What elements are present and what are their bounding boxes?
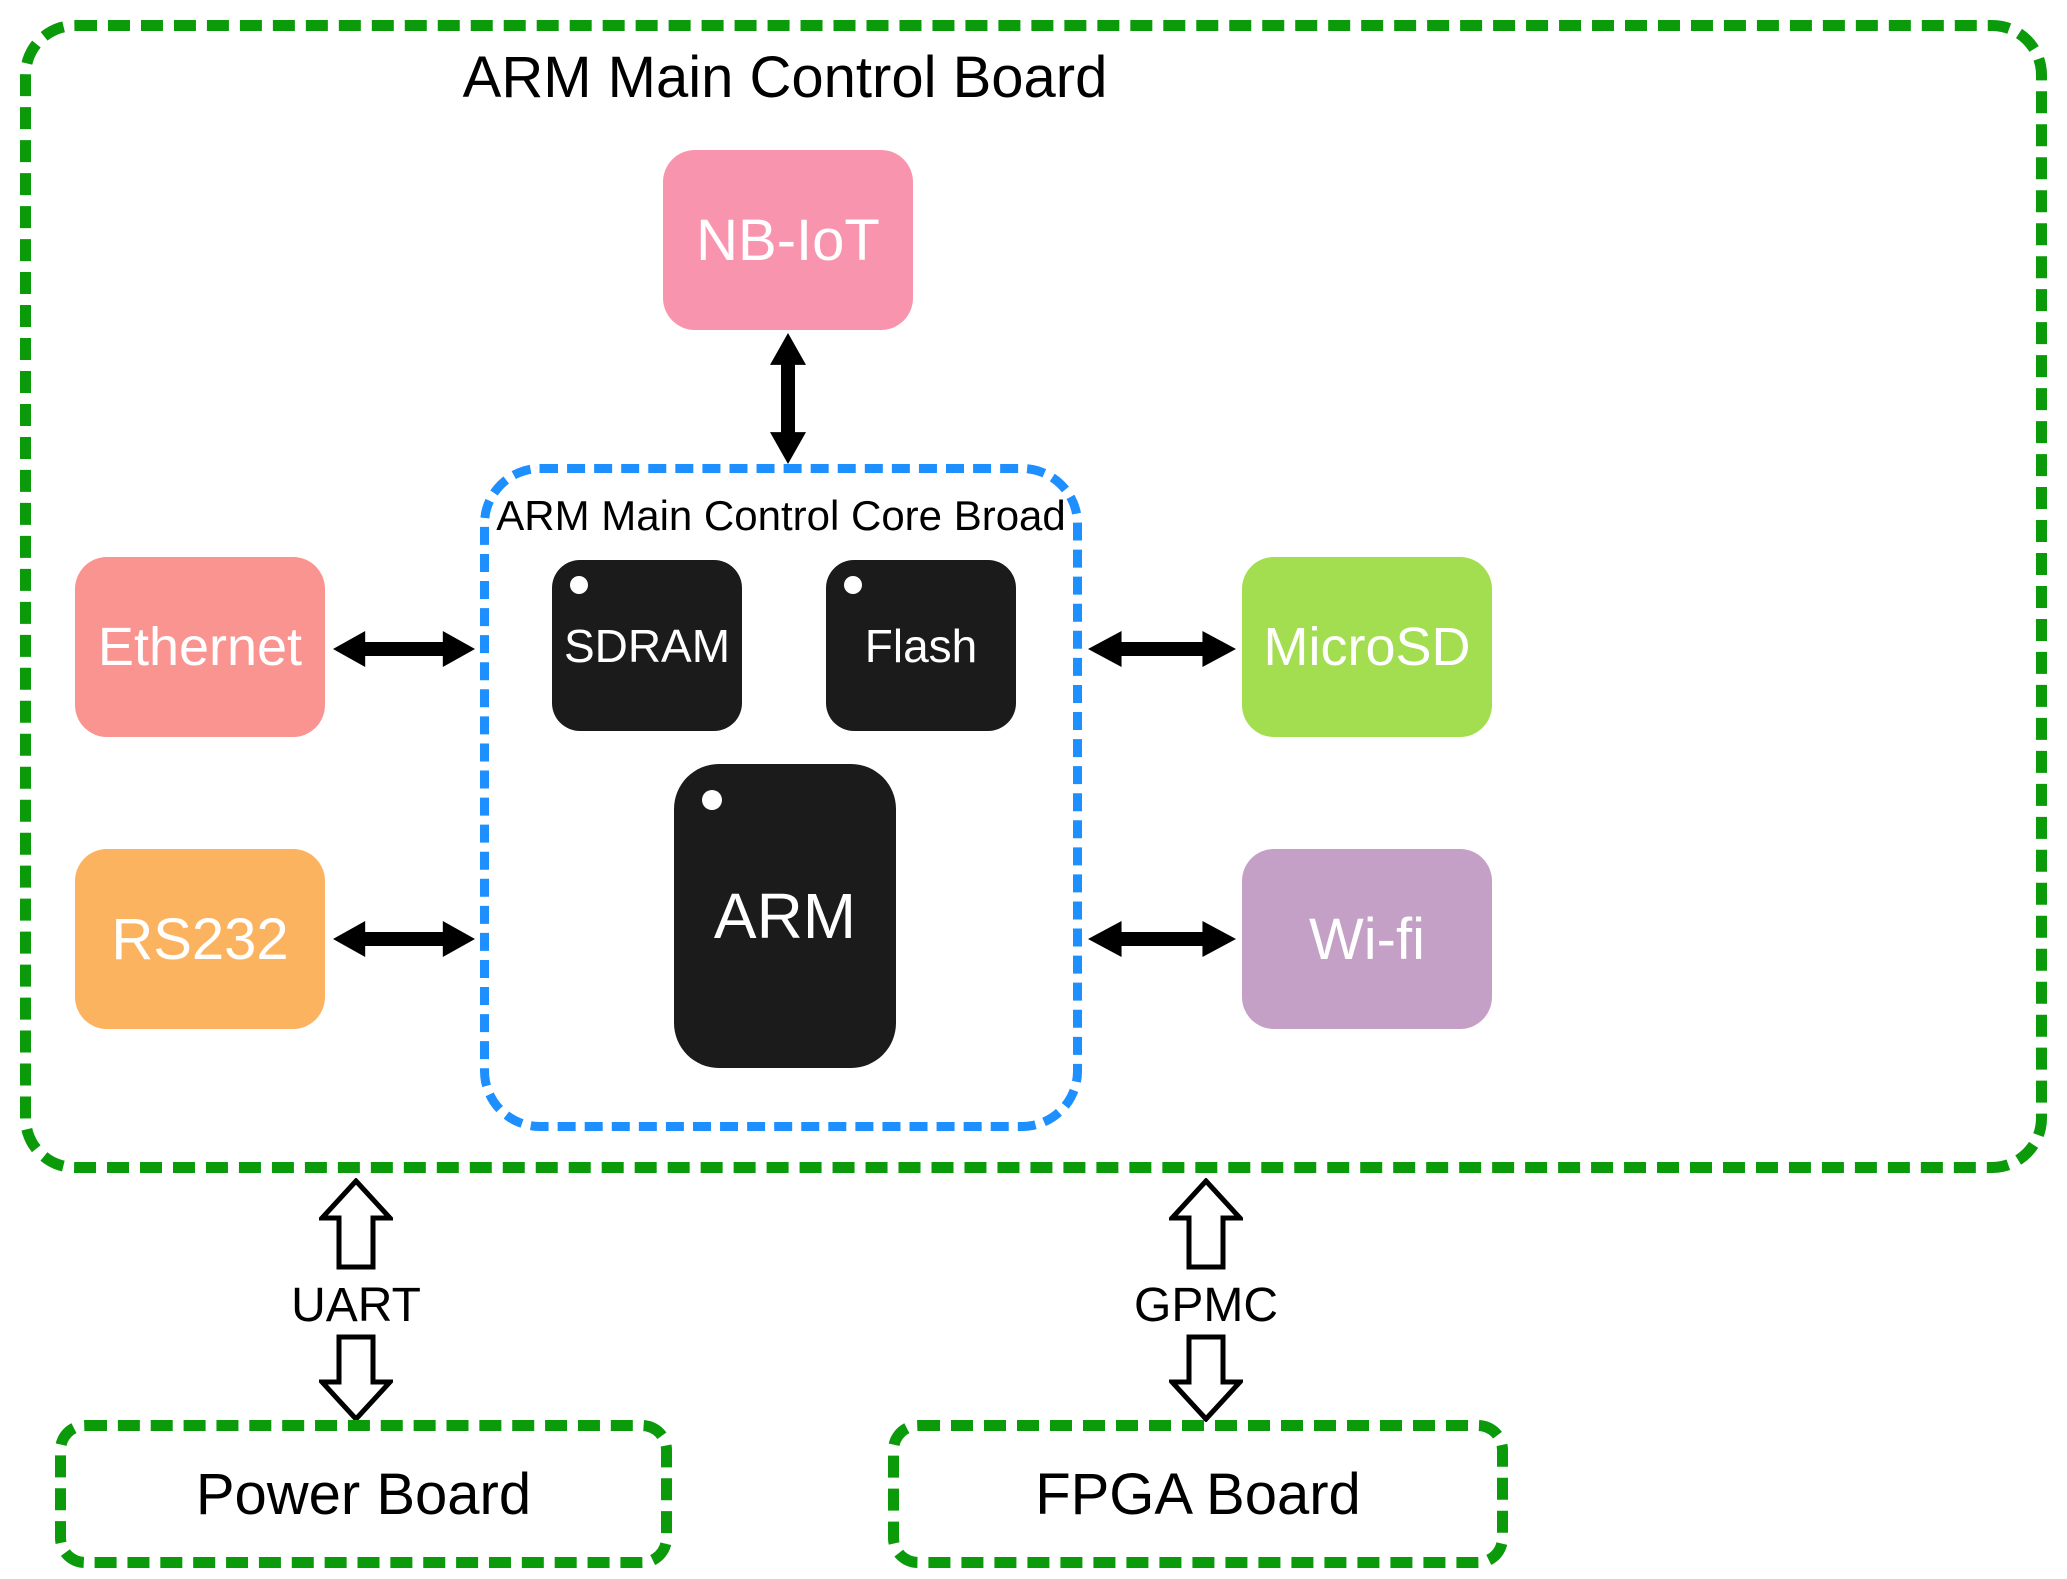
node-microsd-label: MicroSD xyxy=(1263,617,1471,677)
node-nbiot: NB-IoT xyxy=(663,150,913,330)
chip-sdram: SDRAM xyxy=(552,560,742,731)
arm-main-control-board-outline xyxy=(20,20,2047,1173)
chip-flash: Flash xyxy=(826,560,1016,731)
core-board-title: ARM Main Control Core Broad xyxy=(496,492,1066,539)
chip-pin-dot xyxy=(844,576,862,594)
arrow-uart-down xyxy=(319,1334,393,1422)
node-nbiot-label: NB-IoT xyxy=(696,207,880,273)
power-board: Power Board xyxy=(55,1420,672,1568)
arrow-gpmc-down xyxy=(1169,1334,1243,1422)
fpga-board: FPGA Board xyxy=(888,1420,1508,1568)
arrow-core-wifi xyxy=(1088,921,1236,957)
arrow-gpmc-up xyxy=(1169,1178,1243,1270)
chip-pin-dot xyxy=(702,790,722,810)
arrow-rs232-core xyxy=(333,921,475,957)
node-microsd: MicroSD xyxy=(1242,557,1492,737)
arrow-core-microsd xyxy=(1088,631,1236,667)
fpga-board-label: FPGA Board xyxy=(1035,1461,1361,1527)
arrow-uart-up xyxy=(319,1178,393,1270)
chip-sdram-label: SDRAM xyxy=(563,619,731,672)
board-title: ARM Main Control Board xyxy=(462,45,1108,110)
chip-arm-label: ARM xyxy=(713,880,857,952)
power-board-label: Power Board xyxy=(195,1461,532,1527)
node-rs232: RS232 xyxy=(75,849,325,1029)
chip-flash-label: Flash xyxy=(864,619,978,672)
chip-pin-dot xyxy=(570,576,588,594)
arrow-ethernet-core xyxy=(333,631,475,667)
arm-main-control-core-board-outline xyxy=(480,464,1082,1131)
node-rs232-label: RS232 xyxy=(111,906,289,972)
chip-arm: ARM xyxy=(674,764,896,1068)
node-ethernet-label: Ethernet xyxy=(97,617,303,677)
node-wifi: Wi-fi xyxy=(1242,849,1492,1029)
node-ethernet: Ethernet xyxy=(75,557,325,737)
arrow-nbiot-core xyxy=(770,333,806,464)
node-wifi-label: Wi-fi xyxy=(1309,906,1425,972)
bus-label-uart: UART xyxy=(291,1279,421,1332)
bus-label-gpmc: GPMC xyxy=(1134,1279,1278,1332)
